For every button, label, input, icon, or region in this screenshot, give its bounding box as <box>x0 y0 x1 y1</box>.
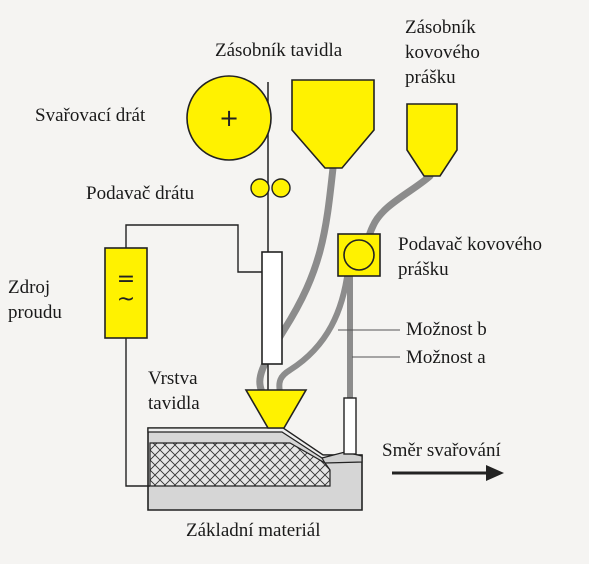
power-source-eq: = <box>117 267 135 292</box>
label-power-source-line1: Zdroj <box>8 277 51 298</box>
label-option-b: Možnost b <box>406 319 487 340</box>
label-option-a: Možnost a <box>406 347 486 368</box>
label-welding-direction: Směr svařování <box>382 440 501 461</box>
powder-feeder-wheel <box>343 239 375 271</box>
option-b-tube <box>276 267 351 395</box>
label-flux-hopper: Zásobník tavidla <box>215 40 343 61</box>
label-powder-hopper-line1: Zásobník <box>405 17 476 38</box>
label-flux-layer-line2: tavidla <box>148 393 200 414</box>
powder-nozzle <box>343 397 357 455</box>
label-wire-feeder: Podavač drátu <box>86 183 195 204</box>
label-powder-feeder-line2: prášku <box>398 259 449 280</box>
label-flux-layer-line1: Vrstva <box>148 368 198 389</box>
feed-roller-left <box>250 178 270 198</box>
contact-tube <box>261 251 283 365</box>
label-powder-hopper-line2: kovového <box>405 42 480 63</box>
flux-nozzle <box>244 389 308 429</box>
label-powder-feeder-line1: Podavač kovového <box>398 234 543 255</box>
spool-plus-symbol: + <box>219 104 239 132</box>
powder-hopper <box>406 103 458 177</box>
label-powder-hopper-line3: prášku <box>405 67 456 88</box>
power-source <box>104 247 148 339</box>
powder-deposit <box>321 451 363 464</box>
power-cable-bottom <box>125 338 150 487</box>
wire-spool <box>186 75 272 161</box>
label-power-source-line2: proudu <box>8 302 62 323</box>
flux-hopper <box>291 79 375 169</box>
power-source-tilde: ~ <box>117 287 135 312</box>
label-welding-wire: Svařovací drát <box>35 105 146 126</box>
flux-feed-tube <box>256 164 337 396</box>
feed-roller-right <box>271 178 291 198</box>
welding-direction-arrow-head <box>486 465 504 481</box>
label-base-material: Základní materiál <box>186 520 321 541</box>
power-cable-top <box>125 224 262 273</box>
